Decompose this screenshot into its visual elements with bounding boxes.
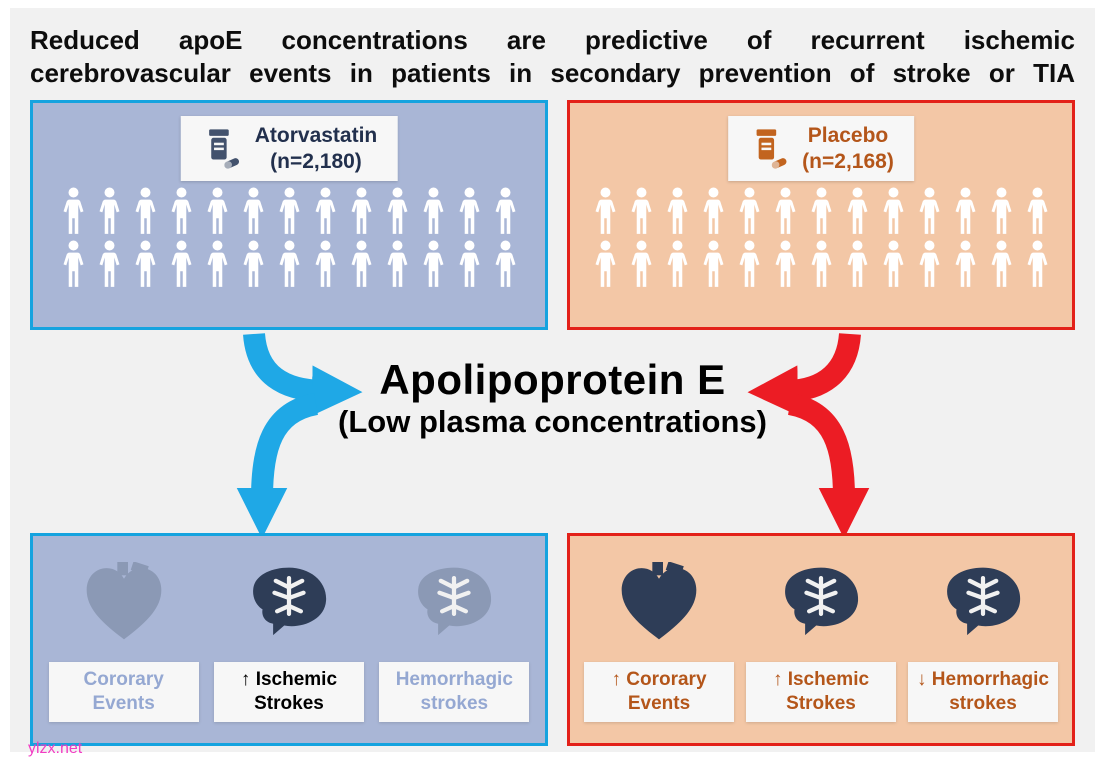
person-icon bbox=[880, 240, 907, 288]
person-icon bbox=[880, 187, 907, 235]
outcome-ischemic-strokes: ↑ Ischemic Strokes bbox=[209, 562, 369, 722]
pill-bottle-icon bbox=[201, 128, 243, 170]
person-icon bbox=[348, 240, 375, 288]
atorvastatin-outcomes-box: Cororary Events ↑ Ischemic Strokes Hemor… bbox=[30, 533, 548, 746]
person-icon bbox=[772, 187, 799, 235]
figure-title: Reduced apoE concentrations are predicti… bbox=[30, 24, 1075, 91]
person-icon bbox=[808, 187, 835, 235]
pill-bottle-icon bbox=[748, 128, 790, 170]
drug-name: Atorvastatin bbox=[254, 124, 378, 147]
person-icon bbox=[988, 187, 1015, 235]
drug-n: (n=2,180) bbox=[270, 149, 362, 173]
atorvastatin-label-card: Atorvastatin (n=2,180) bbox=[180, 116, 398, 182]
person-icon bbox=[916, 240, 943, 288]
person-icon bbox=[204, 240, 231, 288]
drug-n: (n=2,168) bbox=[802, 149, 894, 173]
heart-icon bbox=[79, 562, 169, 642]
person-icon bbox=[420, 240, 447, 288]
person-icon bbox=[736, 187, 763, 235]
outcome-ischemic-strokes: ↑ Ischemic Strokes bbox=[741, 562, 901, 722]
person-icon bbox=[204, 187, 231, 235]
placebo-outcomes-box: ↑ Cororary Events ↑ Ischemic Strokes ↓ H… bbox=[567, 533, 1075, 746]
figure-title-line2: cerebrovascular events in patients in se… bbox=[30, 58, 1075, 89]
apoe-subtitle: (Low plasma concentrations) bbox=[338, 404, 767, 439]
figure-title-line1: Reduced apoE concentrations are predicti… bbox=[30, 25, 1075, 55]
outcome-label: Cororary Events bbox=[48, 662, 199, 722]
outcome-coronary-events: ↑ Cororary Events bbox=[579, 562, 739, 722]
atorvastatin-group-box: Atorvastatin (n=2,180) bbox=[30, 100, 548, 330]
brain-icon bbox=[409, 562, 499, 642]
outcome-label: ↑ Ischemic Strokes bbox=[213, 662, 364, 722]
person-icon bbox=[772, 240, 799, 288]
person-icon bbox=[1024, 240, 1051, 288]
person-icon bbox=[492, 240, 519, 288]
person-icon bbox=[952, 187, 979, 235]
brain-icon bbox=[776, 562, 866, 642]
outcome-coronary-events: Cororary Events bbox=[44, 562, 204, 722]
person-icon bbox=[312, 187, 339, 235]
person-icon bbox=[916, 187, 943, 235]
brain-icon bbox=[938, 562, 1028, 642]
person-icon bbox=[1024, 187, 1051, 235]
person-icon bbox=[168, 240, 195, 288]
outcome-hemorrhagic-strokes: ↓ Hemorrhagic strokes bbox=[903, 562, 1063, 722]
placebo-population-grid bbox=[580, 187, 1062, 288]
person-icon bbox=[276, 240, 303, 288]
person-icon bbox=[456, 240, 483, 288]
apoe-title: Apolipoprotein E bbox=[379, 356, 726, 403]
person-icon bbox=[844, 187, 871, 235]
person-icon bbox=[132, 240, 159, 288]
atorvastatin-population-grid bbox=[43, 187, 535, 288]
heart-icon bbox=[614, 562, 704, 642]
person-icon bbox=[276, 187, 303, 235]
person-icon bbox=[420, 187, 447, 235]
person-icon bbox=[844, 240, 871, 288]
person-icon bbox=[700, 240, 727, 288]
person-icon bbox=[312, 240, 339, 288]
person-icon bbox=[96, 187, 123, 235]
placebo-label: Placebo (n=2,168) bbox=[802, 123, 894, 174]
outcome-label: ↑ Cororary Events bbox=[584, 662, 734, 722]
person-icon bbox=[628, 240, 655, 288]
drug-name: Placebo bbox=[807, 124, 889, 147]
person-icon bbox=[168, 187, 195, 235]
person-icon bbox=[60, 240, 87, 288]
person-icon bbox=[592, 187, 619, 235]
person-icon bbox=[96, 240, 123, 288]
outcome-hemorrhagic-strokes: Hemorrhagic strokes bbox=[374, 562, 534, 722]
person-icon bbox=[60, 187, 87, 235]
placebo-label-card: Placebo (n=2,168) bbox=[728, 116, 914, 182]
person-icon bbox=[240, 187, 267, 235]
person-icon bbox=[664, 240, 691, 288]
person-icon bbox=[348, 187, 375, 235]
person-icon bbox=[132, 187, 159, 235]
outcome-label: ↑ Ischemic Strokes bbox=[746, 662, 896, 722]
person-icon bbox=[664, 187, 691, 235]
person-icon bbox=[384, 240, 411, 288]
person-icon bbox=[492, 187, 519, 235]
person-icon bbox=[952, 240, 979, 288]
person-icon bbox=[700, 187, 727, 235]
outcome-label: ↓ Hemorrhagic strokes bbox=[908, 662, 1058, 722]
person-icon bbox=[736, 240, 763, 288]
placebo-group-box: Placebo (n=2,168) bbox=[567, 100, 1075, 330]
person-icon bbox=[240, 240, 267, 288]
person-icon bbox=[988, 240, 1015, 288]
watermark: ylzx.net bbox=[28, 740, 83, 757]
brain-icon bbox=[244, 562, 334, 642]
person-icon bbox=[628, 187, 655, 235]
person-icon bbox=[384, 187, 411, 235]
person-icon bbox=[592, 240, 619, 288]
person-icon bbox=[808, 240, 835, 288]
outcome-label: Hemorrhagic strokes bbox=[379, 662, 530, 722]
atorvastatin-label: Atorvastatin (n=2,180) bbox=[255, 123, 378, 174]
person-icon bbox=[456, 187, 483, 235]
